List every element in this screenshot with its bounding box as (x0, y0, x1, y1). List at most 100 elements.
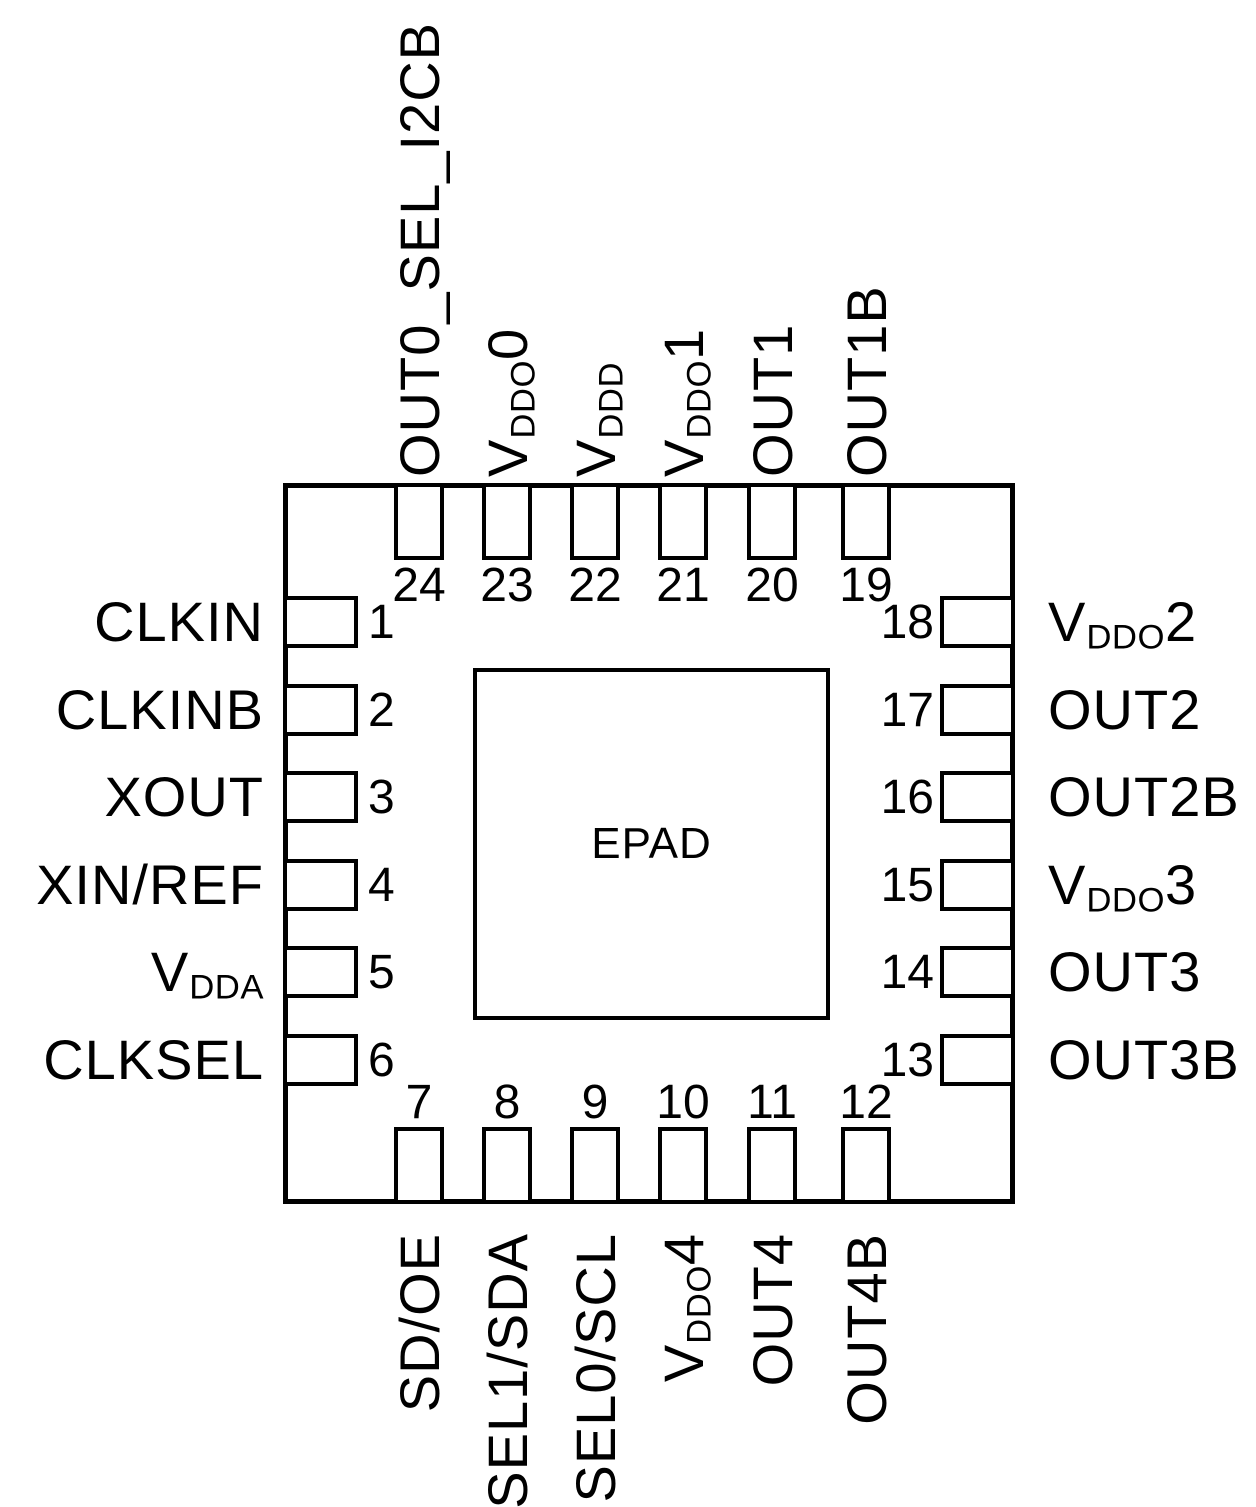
pin-label-text: 4 (652, 1233, 715, 1266)
pin-number-5: 5 (368, 946, 395, 999)
pin-label-23: VDDO0 (476, 0, 543, 477)
pin-label-text: 1 (652, 327, 715, 360)
pin-label-subscript: DDO (1086, 881, 1166, 920)
pin-number-1: 1 (368, 596, 395, 649)
pin-label-text: OUT4 (741, 1233, 804, 1387)
pin-label-text: 2 (1165, 590, 1198, 653)
pin-label-16: OUT2B (1048, 769, 1240, 825)
pin-number-22: 22 (568, 559, 622, 612)
pin-number-4: 4 (368, 859, 395, 912)
pin-box-24 (394, 483, 444, 560)
epad-label: EPAD (591, 819, 712, 868)
pin-label-text: XOUT (104, 765, 264, 828)
pin-label-10: VDDO4 (652, 1233, 719, 1507)
pin-label-7: SD/OE (388, 1233, 451, 1507)
pin-label-text: OUT3 (1048, 940, 1202, 1003)
pin-box-14 (940, 946, 1015, 998)
pin-number-13: 13 (880, 1034, 934, 1087)
pin-label-text: V (476, 438, 539, 477)
pin-label-subscript: DDO (1086, 618, 1166, 657)
pin-number-18: 18 (880, 596, 934, 649)
pin-label-15: VDDO3 (1048, 857, 1197, 929)
pin-number-3: 3 (368, 771, 395, 824)
pin-label-text: OUT4B (835, 1233, 898, 1425)
pin-number-16: 16 (880, 771, 934, 824)
pin-label-text: V (652, 438, 715, 477)
pin-box-6 (283, 1034, 358, 1086)
pin-label-text: 0 (476, 327, 539, 360)
pin-label-20: OUT1 (741, 0, 804, 477)
pin-label-subscript: DDD (592, 361, 631, 439)
pin-label-11: OUT4 (741, 1233, 804, 1507)
pin-box-9 (570, 1127, 620, 1204)
pin-label-text: OUT3B (1048, 1028, 1240, 1091)
pin-number-20: 20 (745, 559, 799, 612)
pin-label-text: OUT0_SEL_I2CB (388, 22, 451, 477)
pin-label-text: CLKSEL (43, 1028, 264, 1091)
epad: EPAD (473, 668, 830, 1020)
pin-label-5: VDDA (0, 944, 264, 1016)
pin-number-24: 24 (392, 559, 446, 612)
pin-label-13: OUT3B (1048, 1032, 1240, 1088)
pin-label-18: VDDO2 (1048, 594, 1197, 666)
pin-label-2: CLKINB (0, 682, 264, 738)
pin-label-text: XIN/REF (36, 853, 264, 916)
pin-number-6: 6 (368, 1034, 395, 1087)
pin-label-22: VDDD (564, 0, 631, 477)
pin-number-2: 2 (368, 684, 395, 737)
pin-label-1: CLKIN (0, 594, 264, 650)
pin-label-text: OUT2 (1048, 678, 1202, 741)
pin-number-21: 21 (656, 559, 710, 612)
pin-label-text: CLKINB (55, 678, 264, 741)
pin-label-text: OUT1 (741, 323, 804, 477)
pin-label-19: OUT1B (835, 0, 898, 477)
pin-number-7: 7 (405, 1076, 433, 1129)
pin-label-text: V (150, 940, 190, 1003)
pin-box-8 (482, 1127, 532, 1204)
pin-box-15 (940, 859, 1015, 911)
pin-box-21 (658, 483, 708, 560)
pin-box-5 (283, 946, 358, 998)
pin-label-text: SEL0/SCL (564, 1233, 627, 1503)
pin-box-7 (394, 1127, 444, 1204)
pin-number-12: 12 (839, 1076, 893, 1129)
pin-label-4: XIN/REF (0, 857, 264, 913)
pin-box-4 (283, 859, 358, 911)
pin-box-18 (940, 596, 1015, 648)
pin-label-24: OUT0_SEL_I2CB (388, 0, 451, 477)
pin-number-15: 15 (880, 859, 934, 912)
pin-number-8: 8 (493, 1076, 521, 1129)
pin-label-subscript: DDO (504, 359, 543, 439)
pin-label-8: SEL1/SDA (476, 1233, 539, 1507)
pin-number-10: 10 (656, 1076, 710, 1129)
pin-label-text: OUT2B (1048, 765, 1240, 828)
pin-label-subscript: DDA (189, 968, 264, 1007)
pin-box-12 (841, 1127, 891, 1204)
pin-box-20 (747, 483, 797, 560)
pin-box-3 (283, 771, 358, 823)
pin-label-text: SD/OE (388, 1233, 451, 1413)
pin-box-13 (940, 1034, 1015, 1086)
pin-number-23: 23 (480, 559, 534, 612)
pin-number-17: 17 (880, 684, 934, 737)
pin-box-17 (940, 684, 1015, 736)
pin-label-3: XOUT (0, 769, 264, 825)
pin-number-19: 19 (839, 559, 893, 612)
pin-label-14: OUT3 (1048, 944, 1201, 1000)
pin-number-11: 11 (747, 1076, 797, 1129)
pin-box-1 (283, 596, 358, 648)
pin-label-subscript: DDO (680, 359, 719, 439)
pin-box-23 (482, 483, 532, 560)
pin-label-subscript: DDO (680, 1265, 719, 1344)
pin-label-text: OUT1B (835, 285, 898, 477)
pin-box-11 (747, 1127, 797, 1204)
pin-label-6: CLKSEL (0, 1032, 264, 1088)
pin-label-12: OUT4B (835, 1233, 898, 1507)
pin-label-text: CLKIN (94, 590, 264, 653)
pin-label-text: SEL1/SDA (476, 1233, 539, 1507)
pin-label-text: V (652, 1343, 715, 1383)
pin-number-14: 14 (880, 946, 934, 999)
pin-box-10 (658, 1127, 708, 1204)
pin-label-text: V (1048, 590, 1087, 653)
